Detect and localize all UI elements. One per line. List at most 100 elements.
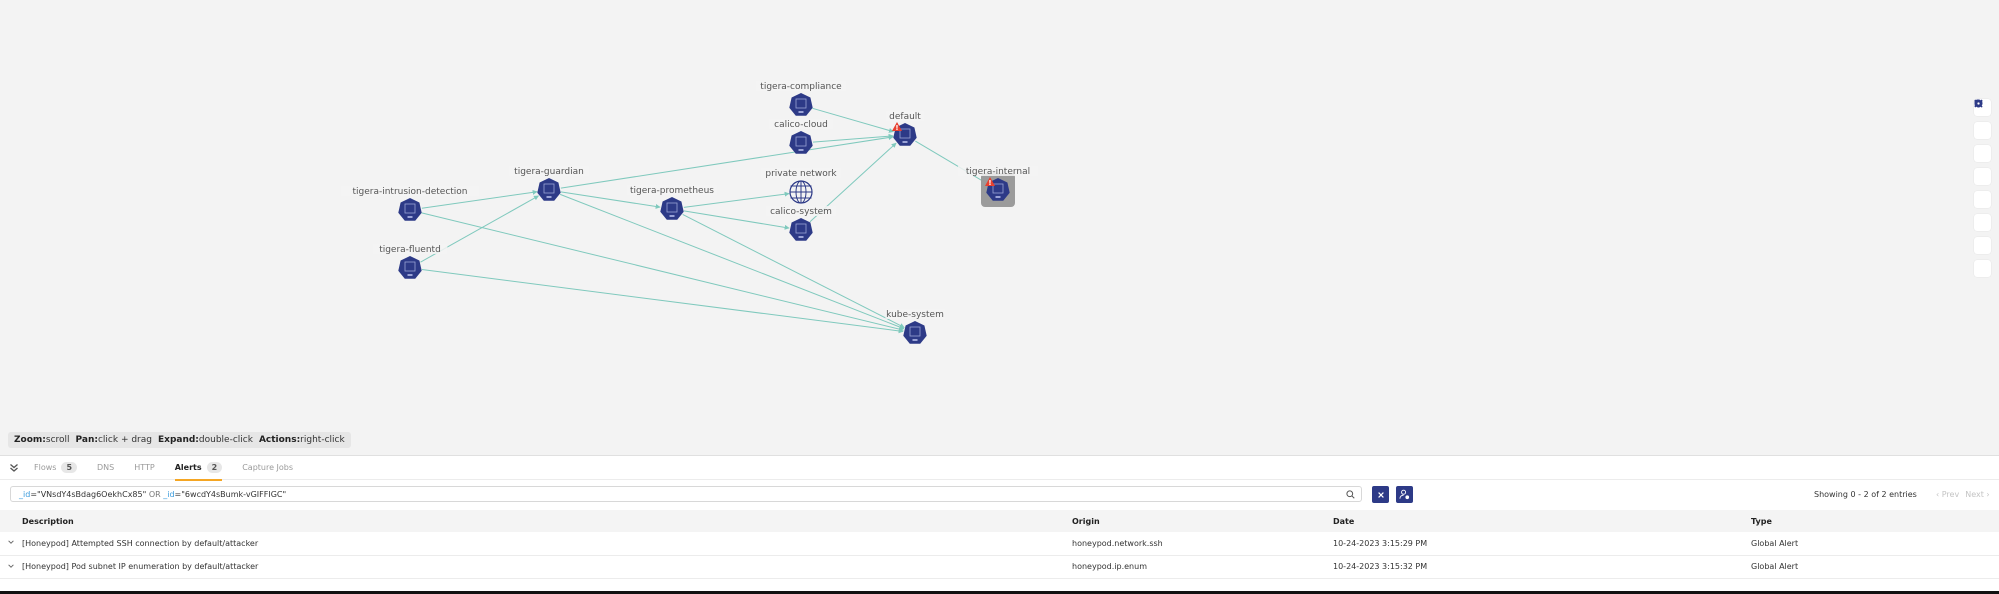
namespace-icon (660, 197, 684, 220)
pagination: ‹ Prev Next › (1936, 490, 1990, 499)
zoom-out-button[interactable] (1974, 99, 1991, 208)
collapse-panel-button[interactable] (8, 462, 20, 474)
hint-actions-key: Actions: (258, 435, 301, 445)
prev-label: Prev (1941, 490, 1960, 499)
graph-edge[interactable] (683, 210, 790, 230)
user-settings-button[interactable] (1396, 486, 1413, 503)
tab-dns[interactable]: DNS (97, 456, 114, 480)
hint-pan-value: click + drag (97, 435, 152, 445)
namespace-icon (398, 198, 422, 221)
node-label: calico-cloud (774, 120, 828, 130)
node-label: tigera-prometheus (630, 186, 714, 196)
prev-button[interactable]: ‹ Prev (1936, 490, 1960, 499)
tab-http[interactable]: HTTP (134, 456, 154, 480)
graph-node-private-network[interactable]: private network (761, 168, 841, 204)
node-label: tigera-guardian (514, 167, 584, 177)
search-button[interactable] (1346, 490, 1355, 501)
graph-node-tigera-compliance[interactable]: tigera-compliance (755, 81, 847, 116)
graph-edge[interactable] (915, 140, 989, 185)
expand-column-header (0, 510, 22, 532)
hint-expand-key: Expand: (157, 435, 199, 445)
graph-edge[interactable] (559, 193, 905, 330)
expand-row-button[interactable] (0, 532, 22, 555)
graph-toolbar (1974, 99, 1991, 277)
fit-screen-button[interactable] (1974, 99, 1991, 139)
graph-node-tigera-fluentd[interactable]: tigera-fluentd (372, 244, 448, 279)
graph-node-calico-system[interactable]: calico-system (766, 206, 836, 241)
alerts-table: Description Origin Date Type [Honeypod] … (0, 510, 1999, 579)
graph-edge[interactable] (421, 189, 538, 209)
user-settings-icon (1399, 489, 1410, 500)
query-value-1: "VNsdY4sBdag6OekhCx85" (37, 489, 147, 499)
graph-edge[interactable] (560, 135, 894, 189)
graph-node-default[interactable]: default! (885, 111, 925, 146)
zoom-in-button[interactable] (1974, 99, 1991, 185)
clear-query-button[interactable] (1372, 486, 1389, 503)
node-label: private network (765, 169, 837, 179)
chevron-down-icon (8, 540, 14, 545)
tab-http-label: HTTP (134, 463, 155, 472)
hint-zoom-key: Zoom: (14, 435, 46, 445)
graph-edge[interactable] (812, 133, 894, 143)
row-origin: honeypod.ip.enum (1072, 562, 1147, 571)
globe-icon (789, 180, 813, 204)
node-label: default (889, 112, 921, 122)
hint-actions-value: right-click (300, 435, 345, 445)
tab-flows[interactable]: Flows 5 (34, 456, 78, 480)
tab-alerts-count: 2 (206, 462, 223, 473)
column-header-origin[interactable]: Origin (1072, 516, 1100, 526)
hint-pan-key: Pan: (75, 435, 98, 445)
tab-capture-jobs-label: Capture Jobs (242, 463, 294, 472)
tab-alerts[interactable]: Alerts 2 (174, 456, 223, 481)
query-input[interactable]: _id = "VNsdY4sBdag6OekhCx85" OR _id = "6… (10, 486, 1362, 502)
row-description: [Honeypod] Pod subnet IP enumeration by … (22, 562, 259, 571)
graph-node-kube-system[interactable]: kube-system (885, 309, 945, 344)
query-key-1: _id (19, 489, 31, 499)
graph-node-calico-cloud[interactable]: calico-cloud (768, 119, 834, 154)
graph-edge[interactable] (812, 107, 894, 133)
alert-warning-icon: ! (985, 177, 995, 187)
table-row[interactable]: [Honeypod] Attempted SSH connection by d… (0, 532, 1999, 555)
graph-node-tigera-prometheus[interactable]: tigera-prometheus (626, 185, 718, 220)
node-label: kube-system (886, 310, 944, 320)
expand-row-button[interactable] (0, 555, 22, 578)
svg-text:!: ! (895, 124, 898, 132)
graph-edge[interactable] (683, 191, 790, 208)
graph-node-tigera-internal[interactable]: tigera-internal! (958, 166, 1038, 207)
node-label: tigera-compliance (760, 82, 842, 92)
pan-button[interactable] (1974, 99, 1991, 162)
graph-edge[interactable] (682, 214, 905, 328)
query-value-2: "6wcdY4sBumk-vGIFFIGC" (181, 489, 287, 499)
graph-edge[interactable] (421, 212, 904, 332)
tab-capture-jobs[interactable]: Capture Jobs (242, 456, 293, 480)
details-panel: Flows 5 DNS HTTP Alerts 2 Capture Jobs _… (0, 455, 1999, 594)
column-header-description[interactable]: Description (22, 516, 74, 526)
table-header-row: Description Origin Date Type (0, 510, 1999, 532)
panel-tabs: Flows 5 DNS HTTP Alerts 2 Capture Jobs (0, 456, 1999, 481)
filter-row: _id = "VNsdY4sBdag6OekhCx85" OR _id = "6… (0, 480, 1999, 510)
next-label: Next (1965, 490, 1984, 499)
refresh-button[interactable] (1974, 99, 1991, 277)
next-button[interactable]: Next › (1965, 490, 1990, 499)
visibility-button[interactable] (1974, 101, 1991, 231)
column-header-type[interactable]: Type (1751, 516, 1772, 526)
query-op-1: = (30, 489, 38, 499)
graph-node-tigera-intrusion-detection[interactable]: tigera-intrusion-detection (341, 186, 479, 221)
table-row[interactable]: [Honeypod] Pod subnet IP enumeration by … (0, 555, 1999, 578)
column-header-date[interactable]: Date (1333, 516, 1355, 526)
hint-zoom-value: scroll (45, 435, 70, 445)
node-label: calico-system (770, 207, 832, 217)
graph-node-tigera-guardian[interactable]: tigera-guardian (509, 166, 589, 201)
graph-edge[interactable] (560, 191, 661, 209)
namespace-icon (537, 178, 561, 201)
graph-svg[interactable]: tigera-compliancecalico-clouddefault!tig… (0, 0, 1999, 455)
bottom-border (0, 591, 1999, 594)
node-label: tigera-internal (966, 167, 1030, 177)
undo-button[interactable] (1974, 100, 1991, 254)
graph-edge[interactable] (421, 269, 904, 334)
row-date: 10-24-2023 3:15:29 PM (1333, 538, 1428, 548)
refresh-icon (1974, 99, 1983, 108)
graph-nodes[interactable]: tigera-compliancecalico-clouddefault!tig… (341, 81, 1038, 344)
